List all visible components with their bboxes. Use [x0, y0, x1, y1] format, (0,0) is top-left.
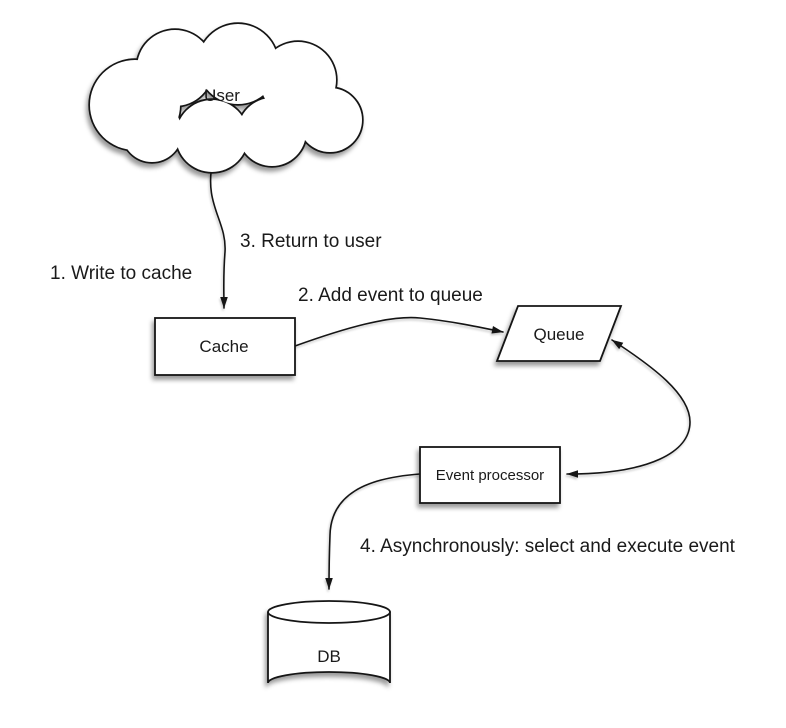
- queue-shape: [495, 305, 623, 362]
- db-cylinder-body-stroke: [267, 611, 391, 684]
- node-user: User: [88, 22, 364, 174]
- db-cylinder-body-fill: [268, 612, 390, 683]
- edge-processor-to-db: [325, 473, 421, 590]
- db-cylinder-top: [267, 600, 391, 624]
- edge-queue-processor-bidirectional: [566, 339, 691, 478]
- node-event-processor-label: Event processor: [436, 467, 544, 484]
- node-queue: Queue: [495, 305, 623, 362]
- cloud-shape: [88, 22, 364, 174]
- node-cache-label: Cache: [199, 337, 248, 356]
- node-db: DB: [267, 600, 391, 684]
- node-event-processor: Event processor: [419, 446, 561, 504]
- event-processor-shape: [419, 446, 561, 504]
- node-db-label: DB: [317, 647, 341, 666]
- edge-cache-to-queue: [294, 316, 504, 347]
- edge-user-to-cache: [209, 159, 228, 309]
- node-cache: Cache: [154, 317, 296, 376]
- cache-shape: [154, 317, 296, 376]
- annotation-step1: 1. Write to cache: [50, 263, 192, 284]
- edges: [209, 159, 691, 590]
- annotation-step2: 2. Add event to queue: [298, 285, 483, 306]
- node-queue-label: Queue: [533, 325, 584, 344]
- node-user-label: User: [204, 86, 240, 105]
- annotation-step3: 3. Return to user: [240, 231, 382, 252]
- annotation-step4: 4. Asynchronously: select and execute ev…: [360, 536, 736, 557]
